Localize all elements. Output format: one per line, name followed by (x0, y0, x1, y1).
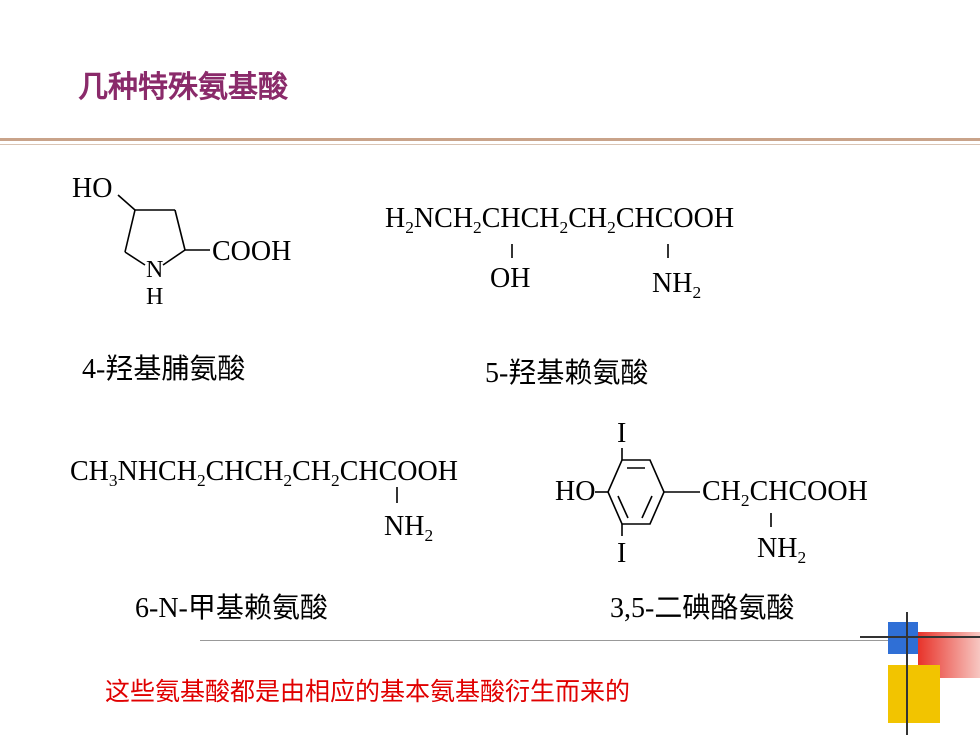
deco-yellow-block (888, 665, 940, 723)
h-label: H (146, 284, 164, 310)
deco-horizontal-line (860, 636, 980, 638)
title-divider-thin (0, 144, 980, 145)
iodine-bottom-label: I (617, 538, 627, 569)
hydroxylysine-name: 5-羟基赖氨酸 (485, 358, 649, 389)
slide-title: 几种特殊氨基酸 (78, 70, 288, 105)
diiodotyrosine-chain: CH2CHCOOH (702, 476, 868, 511)
nh2-label: NH2 (652, 268, 702, 303)
methyllysine-formula: CH3NHCH2CHCH2CH2CHCOOH (70, 456, 458, 491)
nh2-label: NH2 (757, 533, 807, 568)
ho-label: HO (555, 476, 596, 507)
deco-blue-block (888, 622, 918, 654)
title-divider (0, 138, 980, 141)
ho-label: HO (72, 173, 113, 204)
footer-divider (200, 640, 900, 641)
cooh-label: COOH (212, 236, 292, 267)
n-label: N (146, 257, 164, 283)
nh2-label: NH2 (384, 511, 434, 546)
footer-note: 这些氨基酸都是由相应的基本氨基酸衍生而来的 (105, 677, 631, 706)
oh-label: OH (490, 263, 531, 294)
methyllysine-name: 6-N-甲基赖氨酸 (135, 593, 328, 624)
iodine-top-label: I (617, 418, 627, 449)
diiodotyrosine-name: 3,5-二碘酪氨酸 (610, 593, 795, 624)
hydroxylysine-formula: H2NCH2CHCH2CH2CHCOOH (385, 203, 735, 238)
deco-vertical-line (906, 612, 908, 735)
hydroxyproline-name: 4-羟基脯氨酸 (82, 354, 246, 385)
